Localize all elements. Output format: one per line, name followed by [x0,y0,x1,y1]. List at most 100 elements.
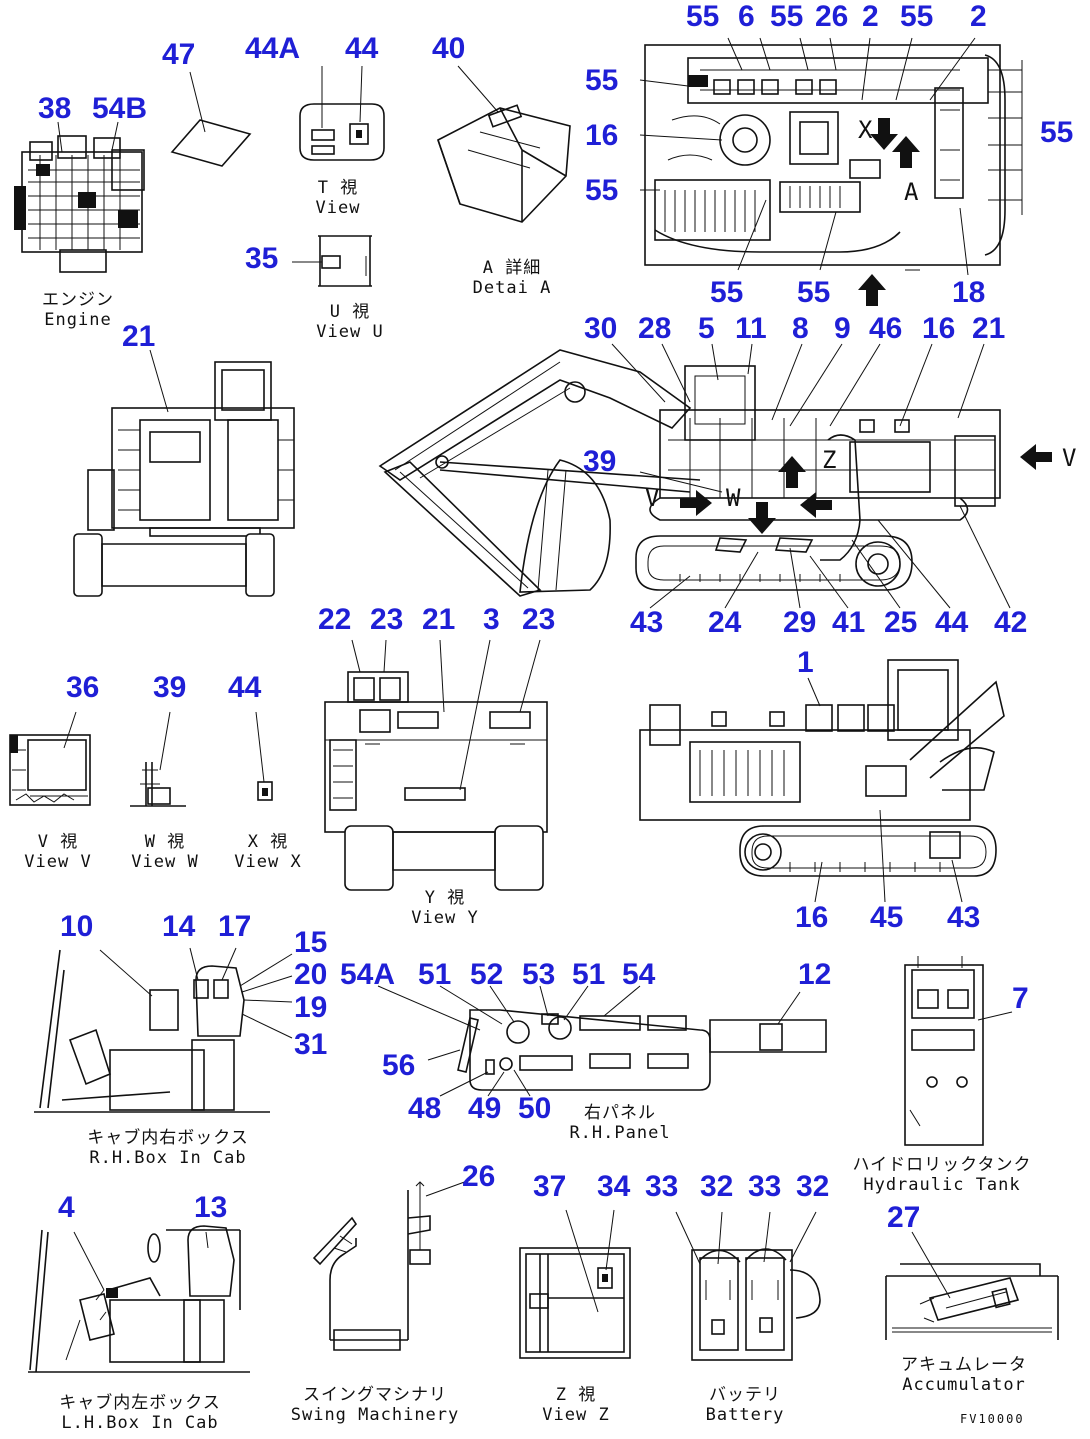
callout-number: 21 [972,312,1006,345]
accumulator-drawing [885,1231,1059,1340]
callout-number: 55 [1040,116,1074,149]
caption-japanese: W 視 [144,832,186,852]
callout-number: 7 [1012,982,1029,1015]
callout-number: 11 [735,312,767,345]
callout-number: 41 [832,606,866,639]
callout-number: 52 [470,958,504,991]
view-letter: W [726,484,742,512]
callout-number: 10 [60,910,94,943]
callout-number: 54A [340,958,396,991]
caption-english: View Z [542,1405,610,1425]
callout-number: 22 [318,603,352,636]
caption-english: Hydraulic Tank [863,1175,1021,1195]
caption-english: Accumulator [902,1375,1026,1395]
view-letter: V [645,484,661,512]
caption-japanese: Y 視 [424,888,466,908]
callout-number: 9 [834,312,851,345]
caption-english: View U [316,322,384,342]
callout-number: 33 [645,1170,679,1203]
callout-number: 45 [870,901,904,934]
callout-number: 43 [630,606,664,639]
callout-number: 33 [748,1170,782,1203]
view-letter: X [858,116,874,144]
callout-number: 23 [522,603,556,636]
callout-number: 44 [935,606,969,639]
caption-english: View V [24,852,92,872]
caption-japanese: アキュムレータ [901,1355,1027,1375]
caption-english: View W [131,852,199,872]
callout-number: 55 [686,0,720,33]
caption-japanese: スイングマシナリ [303,1385,447,1405]
rh-panel-drawing [377,985,827,1097]
side-view-drawing [378,343,1052,609]
view-letter: V [1062,444,1078,472]
view-y-drawing [324,639,548,891]
caption-english: R.H.Box In Cab [89,1148,247,1168]
view-w-drawing [130,711,186,807]
callout-number: 16 [585,119,619,152]
callout-number: 2 [862,0,879,33]
callout-number: 39 [583,445,617,478]
callout-number: 48 [408,1092,442,1125]
engine-drawing [14,121,145,273]
callout-number: 12 [798,958,832,991]
callout-number: 49 [468,1092,502,1125]
callout-number: 17 [218,910,252,943]
callout-number: 16 [922,312,956,345]
callout-number: 24 [708,606,742,639]
callout-number: 35 [245,242,279,275]
caption-english: Engine [44,310,112,330]
callout-number: 26 [462,1160,496,1193]
callout-number: 46 [869,312,903,345]
callout-number: 26 [815,0,849,33]
callout-number: 56 [382,1049,416,1082]
callout-number: 29 [783,606,817,639]
caption-japanese: U 視 [329,302,371,322]
callout-number: 50 [518,1092,552,1125]
caption-japanese: V 視 [37,832,79,852]
callout-number: 55 [900,0,934,33]
callout-number: 14 [162,910,196,943]
callout-number: 5 [698,312,715,345]
callout-number: 31 [294,1028,328,1061]
caption-english: Swing Machinery [290,1405,460,1425]
caption-english: View Y [411,908,479,928]
detail-a-drawing [437,65,571,223]
hydraulic-tank-drawing [904,956,1013,1146]
callout-number: 55 [585,174,619,207]
caption-english: R.H.Panel [569,1123,671,1143]
callout-number: 34 [597,1170,631,1203]
caption-english: View X [234,852,302,872]
view-z-drawing [519,1209,631,1359]
view-u-drawing [292,235,372,287]
view-t-drawing [299,65,385,161]
callout-number: 54 [622,958,656,991]
callout-number: 47 [162,38,196,71]
right-side-view-drawing [639,659,1005,903]
callout-number: 32 [700,1170,734,1203]
rh-box-cab-drawing [34,947,293,1113]
callout-number: 51 [418,958,452,991]
caption-english: Detai A [472,278,552,298]
callout-number: 28 [638,312,672,345]
callout-number: 20 [294,958,328,991]
callout-number: 32 [796,1170,830,1203]
callout-number: 51 [572,958,606,991]
caption-japanese: エンジン [42,290,114,310]
front-view-drawing [73,349,295,597]
callout-number: 25 [884,606,918,639]
caption-japanese: 右パネル [584,1103,656,1123]
